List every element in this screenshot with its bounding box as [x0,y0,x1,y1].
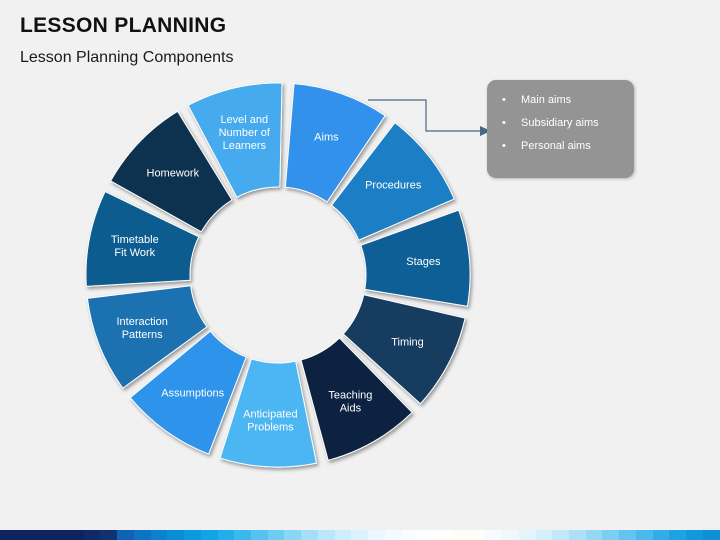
bullet-icon: • [502,140,506,152]
callout-bullet-label: Personal aims [521,140,591,152]
callout-bullet-item: • Subsidiary aims [487,116,634,131]
donut-segment[interactable] [187,82,283,198]
accent-bar-chunk [418,530,436,540]
accent-bar-chunk [401,530,419,540]
accent-bar-chunk [100,530,118,540]
accent-bar-chunk [585,530,603,540]
callout-bullet-item: • Main aims [487,93,634,108]
page-title: LESSON PLANNING [20,14,227,37]
donut-segment[interactable] [86,285,208,389]
donut-segment-group [85,82,471,468]
accent-bar-chunk [16,530,34,540]
accent-bar-chunk [200,530,218,540]
accent-bar-chunk [635,530,653,540]
donut-segment[interactable] [360,209,471,307]
accent-bar-chunk [234,530,252,540]
donut-segment[interactable] [129,330,247,455]
aims-callout-box: • Main aims • Subsidiary aims • Personal aims [487,80,634,178]
accent-bar-chunk [184,530,201,540]
donut-segment[interactable] [219,358,317,468]
accent-bar-chunk [686,530,703,540]
accent-bar-chunk [66,530,84,540]
bullet-icon: • [502,117,506,129]
donut-segment[interactable] [342,294,466,405]
donut-segment[interactable] [110,110,233,233]
accent-bar-chunk [133,530,151,540]
accent-bar-chunk [317,530,335,540]
donut-segment[interactable] [85,191,200,287]
accent-bar-chunk [652,530,670,540]
accent-bar-chunk [117,530,134,540]
accent-bar-chunk [167,530,185,540]
donut-segment[interactable] [300,337,413,461]
accent-bar-chunk [384,530,402,540]
accent-bar-chunk [334,530,352,540]
accent-bar-chunk [351,530,369,540]
accent-bar-chunk [451,530,469,540]
accent-bar-chunk [518,530,536,540]
accent-bar-chunk [602,530,620,540]
bullet-icon: • [502,94,506,106]
callout-bullet-list: • Main aims • Subsidiary aims • Personal aims [487,80,634,154]
accent-bar-chunk [702,530,720,540]
accent-bar-chunk [251,530,268,540]
accent-bar-chunk [217,530,235,540]
callout-bullet-label: Main aims [521,94,572,106]
bottom-accent-bar [0,530,720,540]
page-subtitle: Lesson Planning Components [20,49,234,66]
accent-bar-chunk [301,530,318,540]
accent-bar-chunk [50,530,67,540]
accent-bar-chunk [568,530,586,540]
donut-segment[interactable] [331,122,455,241]
accent-bar-chunk [150,530,168,540]
accent-bar-chunk [485,530,503,540]
accent-bar-chunk [619,530,636,540]
accent-bar-chunk [83,530,101,540]
accent-bar-chunk [0,530,17,540]
accent-bar-chunk [368,530,385,540]
accent-bar-chunk [669,530,687,540]
accent-bar-chunk [435,530,452,540]
accent-bar-chunk [33,530,51,540]
accent-bar-chunk [552,530,569,540]
callout-bullet-item: • Personal aims [487,139,634,154]
accent-bar-chunk [468,530,486,540]
accent-bar-chunk [502,530,519,540]
accent-bar-chunk [267,530,285,540]
accent-bar-chunk [535,530,553,540]
callout-bullet-label: Subsidiary aims [521,117,599,129]
accent-bar-chunk [284,530,302,540]
